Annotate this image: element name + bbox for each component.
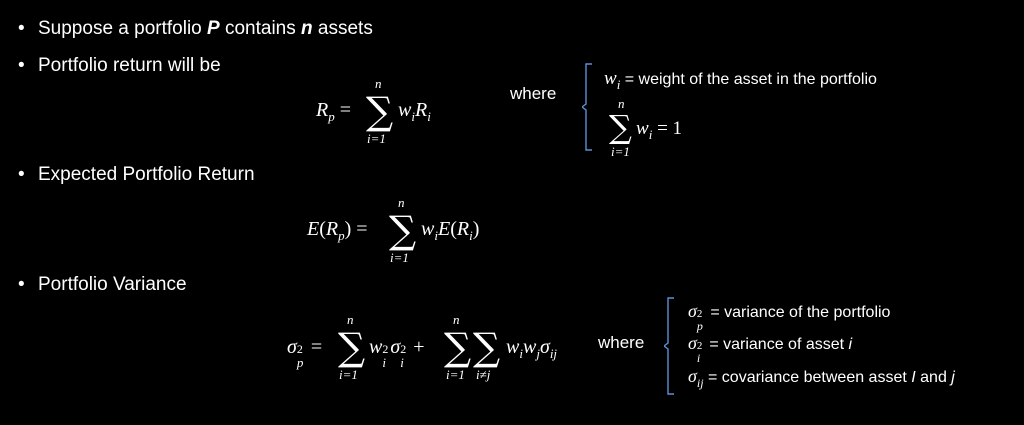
summation-symbol: ∑ bbox=[389, 208, 417, 252]
summation-symbol: ∑ bbox=[338, 325, 366, 369]
where-label: where bbox=[598, 333, 645, 352]
where-label: where bbox=[510, 84, 557, 103]
bullet-text: Expected Portfolio Return bbox=[38, 164, 255, 185]
bullet-dot: • bbox=[18, 274, 25, 295]
bullet-text: Suppose a portfolio P contains n assets bbox=[38, 18, 373, 39]
bullet-text: Portfolio Variance bbox=[38, 274, 187, 295]
summation-symbol: ∑ bbox=[444, 325, 472, 369]
bullet-dot: • bbox=[18, 164, 25, 185]
summation-symbol: ∑ bbox=[473, 325, 501, 369]
bullet-dot: • bbox=[18, 55, 25, 76]
bullet-dot: • bbox=[18, 18, 25, 39]
summation-symbol: ∑ bbox=[609, 108, 632, 146]
left-bracket bbox=[582, 63, 592, 151]
summation-symbol: ∑ bbox=[366, 89, 394, 133]
left-bracket bbox=[664, 297, 674, 395]
bullet-text: Portfolio return will be bbox=[38, 55, 221, 76]
note-covariance: σij = covariance between asset I and j bbox=[688, 366, 955, 390]
note-weight: wi = weight of the asset in the portfoli… bbox=[604, 68, 877, 92]
